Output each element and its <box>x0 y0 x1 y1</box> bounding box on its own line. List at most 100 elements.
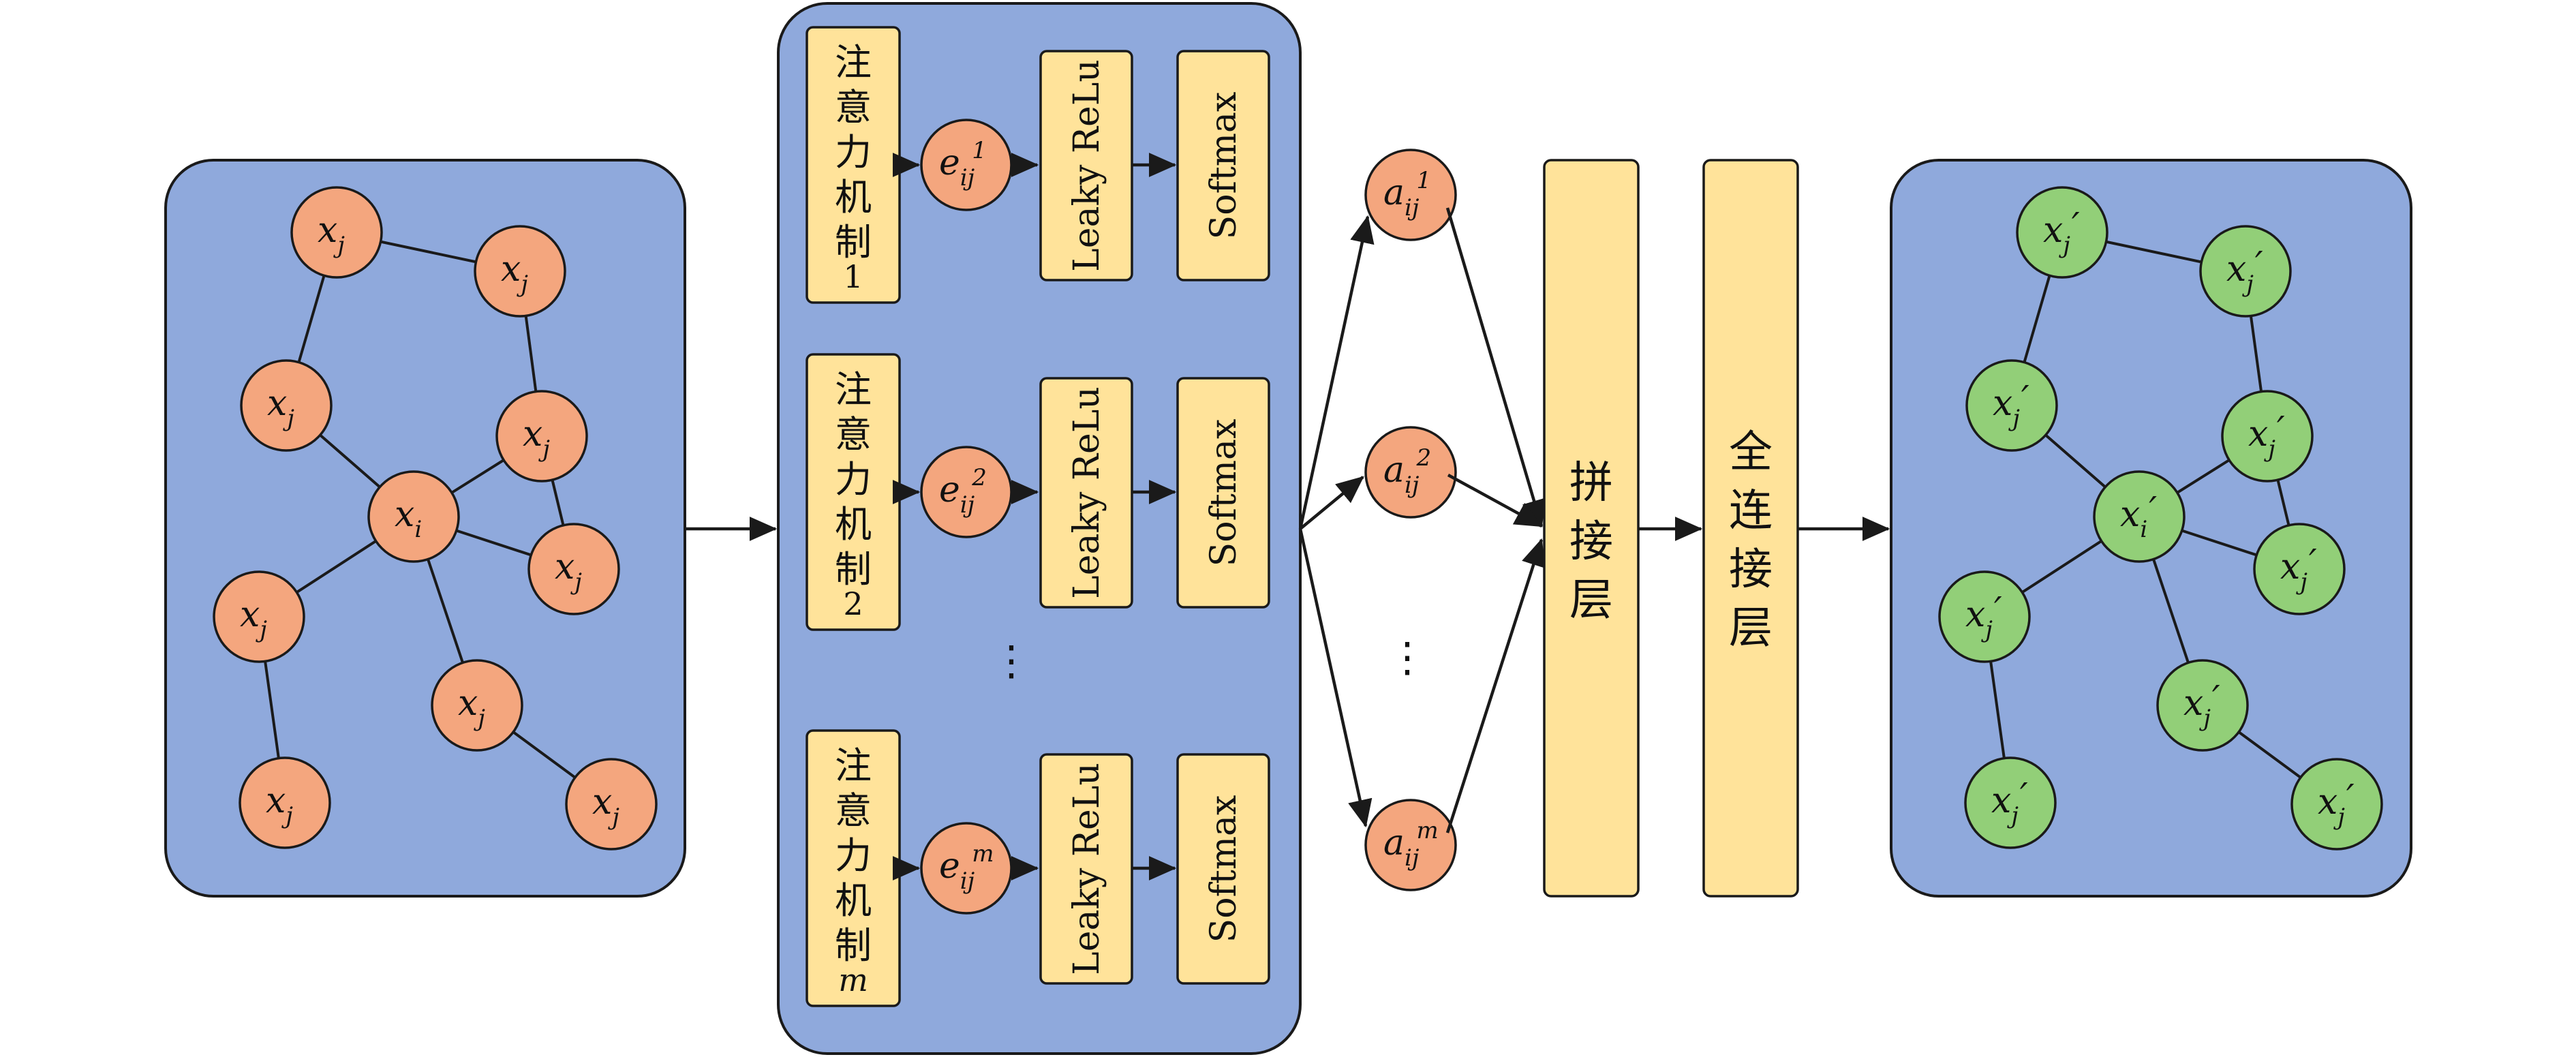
output-graph-node: xj′ <box>2156 659 2249 752</box>
concat-char: 接 <box>1569 517 1613 567</box>
output-graph-node-label: xj′ <box>2183 679 2220 732</box>
output-graph-node-label: xj′ <box>2248 410 2285 463</box>
output-graph-node-circle <box>2290 758 2383 851</box>
input-graph-node-circle <box>495 390 588 482</box>
input-graph-node-label: xj <box>240 594 267 643</box>
mechanism-char: 意 <box>835 413 872 456</box>
alpha-node: aij2 <box>1364 426 1457 519</box>
mechanism-char: 意 <box>835 86 872 129</box>
mechanism-char: 机 <box>835 879 872 922</box>
softmax-box <box>1176 753 1270 985</box>
output-graph-node-circle <box>2221 390 2314 482</box>
mechanism-char: 力 <box>835 834 872 877</box>
input-graph-node-circle <box>213 570 305 663</box>
mechanism-number: m <box>838 962 868 998</box>
output-graph-node-label: xj′ <box>1991 776 2028 829</box>
output-graph-node: xj′ <box>1965 359 2058 452</box>
input-graph-node-circle <box>239 756 331 849</box>
fc-char: 接 <box>1729 545 1773 595</box>
e-coefficient-label: eijm <box>939 840 994 895</box>
alpha-ellipsis: ⋮ <box>1387 634 1428 681</box>
alpha-node-circle <box>1364 149 1457 241</box>
mechanism-char: 制 <box>835 924 872 967</box>
mechanism-char: 力 <box>835 131 872 174</box>
output-graph-node-circle <box>2156 659 2249 752</box>
mechanism-char: 机 <box>835 503 872 546</box>
concat-layer: 拼接层 <box>1543 159 1640 898</box>
alpha-node-label: aij1 <box>1383 167 1431 221</box>
input-graph-node-label: xj <box>458 683 485 732</box>
output-graph-node-circle <box>1965 359 2058 452</box>
leaky-relu-label: Leaky ReLu <box>1067 763 1107 975</box>
input-graph-node: xj <box>495 390 588 482</box>
mechanism-char: 注 <box>835 744 872 787</box>
output-graph-node: xj′ <box>2290 758 2383 851</box>
input-graph-node: xj <box>527 523 620 615</box>
fc-char: 层 <box>1729 603 1773 654</box>
output-graph-node-label: xj′ <box>2280 542 2317 596</box>
mechanism-char: 意 <box>835 789 872 832</box>
input-graph-node-circle <box>431 659 523 752</box>
alpha-node-label: aijm <box>1383 817 1439 872</box>
output-graph-node-circle <box>2199 225 2292 318</box>
output-graph-node-circle <box>2093 470 2186 563</box>
concat-char: 层 <box>1569 575 1613 626</box>
input-graph-node-circle <box>474 225 566 318</box>
softmax-box <box>1176 377 1270 609</box>
input-graph-node: xj <box>474 225 566 318</box>
alpha-node-label: aij2 <box>1383 444 1431 499</box>
output-graph-node: xj′ <box>2199 225 2292 318</box>
input-graph-node: xj <box>290 186 383 279</box>
mechanism-char: 注 <box>835 368 872 411</box>
mechanism-char: 制 <box>835 221 872 264</box>
softmax-label: Softmax <box>1203 419 1244 567</box>
input-graph-node-circle <box>240 359 333 452</box>
converge-arrows <box>1445 207 1546 833</box>
input-graph-node-circle <box>290 186 383 279</box>
e-coefficient-label: eij1 <box>939 137 987 192</box>
fc-char: 全 <box>1729 427 1773 478</box>
output-graph-node-circle <box>2253 523 2346 615</box>
input-graph-node-circle <box>565 758 658 851</box>
input-graph-node: xj <box>431 659 523 752</box>
output-graph-node-label: xi′ <box>2120 490 2157 543</box>
output-graph-node: xj′ <box>1938 570 2031 663</box>
output-graph-node-circle <box>2016 186 2109 279</box>
input-graph-node-label: xj <box>523 414 550 463</box>
input-graph-node: xj <box>565 758 658 851</box>
output-graph-node-circle <box>1938 570 2031 663</box>
alpha-nodes: aij1 aij2 aijm <box>1364 149 1457 891</box>
mechanism-char: 机 <box>835 176 872 219</box>
mechanism-char: 注 <box>835 41 872 84</box>
leaky-relu-label: Leaky ReLu <box>1067 386 1107 599</box>
output-graph-panel: xj′ xj′ xj′ xj′ xi′ xj′ xj′ xj′ xj′ xj′ <box>1890 159 2412 898</box>
output-graph-node: xj′ <box>1964 756 2057 849</box>
output-graph-node: xj′ <box>2016 186 2109 279</box>
concat-char: 拼 <box>1569 458 1613 508</box>
mechanism-char: 制 <box>835 548 872 591</box>
alpha-node-circle <box>1364 799 1457 891</box>
alpha-node-circle <box>1364 426 1457 519</box>
output-graph-node: xj′ <box>2221 390 2314 482</box>
heads-ellipsis: ⋮ <box>991 637 1032 685</box>
mechanism-char: 力 <box>835 458 872 501</box>
leaky-relu-label: Leaky ReLu <box>1067 59 1107 272</box>
softmax-box <box>1176 50 1270 281</box>
input-graph-node-circle <box>527 523 620 615</box>
alpha-node: aij1 <box>1364 149 1457 241</box>
softmax-label: Softmax <box>1203 795 1244 943</box>
mechanism-number: 1 <box>843 258 863 295</box>
fanout-arrows <box>1298 215 1375 828</box>
mechanism-number: 2 <box>843 585 863 622</box>
input-graph-node: xj <box>213 570 305 663</box>
e-coefficient-label: eij2 <box>939 464 987 519</box>
